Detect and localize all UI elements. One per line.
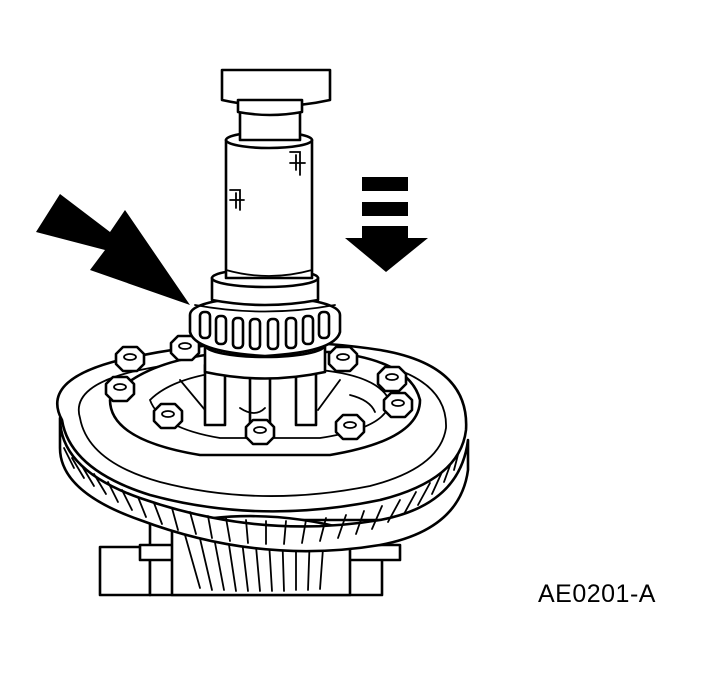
bearing-installer-tool xyxy=(210,68,332,307)
figure-id-label: AE0201-A xyxy=(538,580,656,608)
press-direction-down-arrow-icon xyxy=(345,177,428,272)
diagonal-pointer-arrow-icon xyxy=(36,194,190,305)
ring-gear-bolts xyxy=(104,334,414,446)
